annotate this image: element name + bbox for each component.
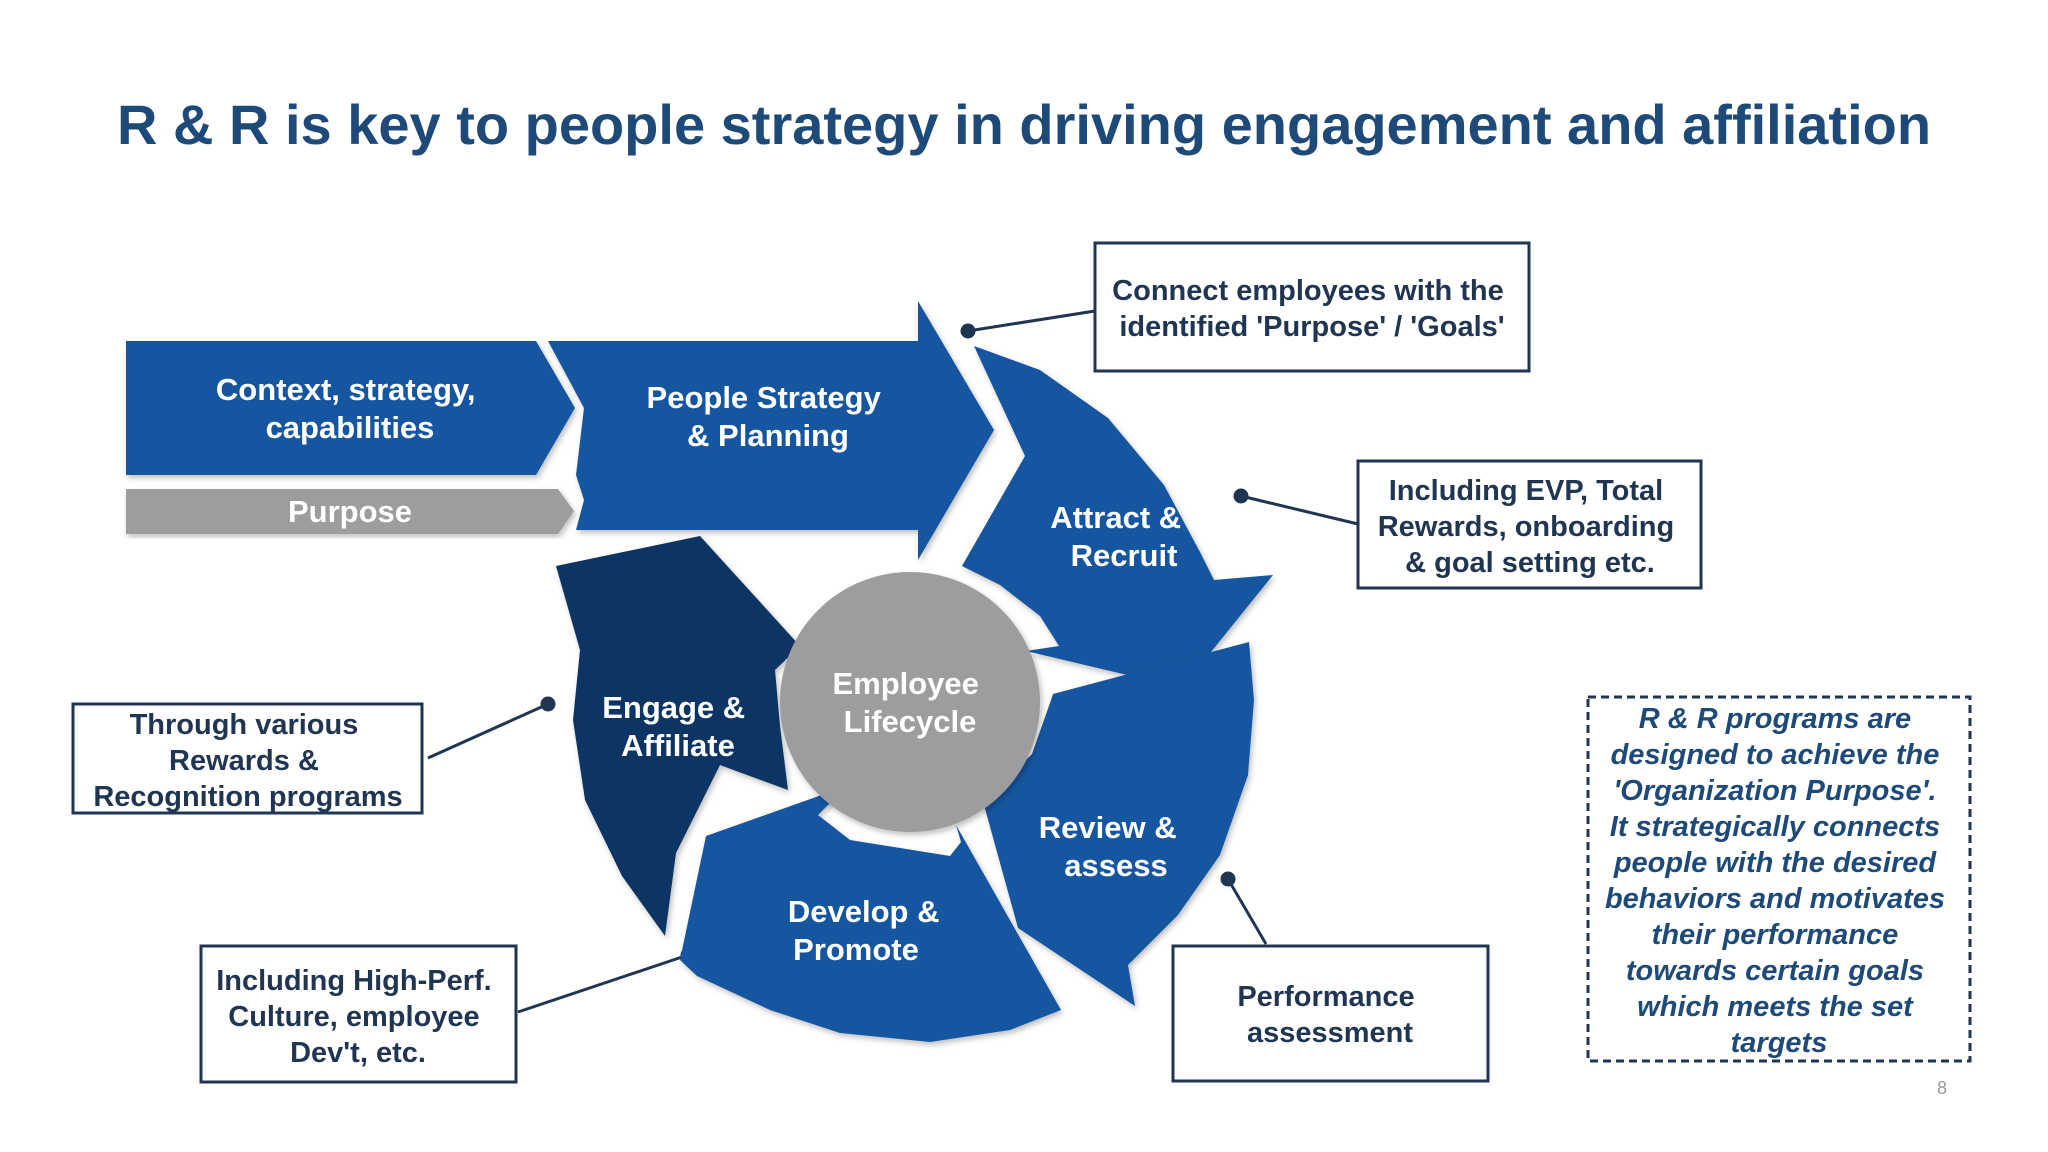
page-title: R & R is key to people strategy in drivi…	[116, 93, 1932, 156]
people-strategy-label-line2: & Planning	[687, 418, 849, 453]
connector-line-evp	[1240, 494, 1359, 526]
connector-line-performance	[1226, 878, 1268, 945]
note-line: behaviors and motivates	[1605, 883, 1945, 915]
callout-evp-line1: Including EVP, Total	[1389, 475, 1663, 507]
review-label-line1: Review &	[1039, 810, 1177, 845]
connector-line-rewards	[427, 702, 549, 760]
develop-promote-segment	[680, 786, 1061, 1042]
attract-recruit-segment	[962, 346, 1273, 688]
connector-dot-rewards	[540, 696, 556, 712]
note-box	[1586, 695, 1972, 1063]
connector-dot-evp	[1233, 488, 1249, 504]
attract-label-line2: Recruit	[1071, 538, 1178, 573]
note-line: which meets the set	[1637, 991, 1914, 1023]
callout-high-perf-line1: Including High-Perf.	[216, 965, 492, 997]
svg-text:Connect employees with the: Connect employees with the identified 'P…	[1112, 275, 1512, 343]
callout-rewards-line3: Recognition programs	[93, 781, 402, 813]
svg-text:Context, strategy, capabil: Context, strategy, capabilities	[216, 372, 484, 445]
callout-box-performance	[1171, 944, 1490, 1083]
svg-text:Attract & Recruit: Attract & Recruit	[1050, 500, 1190, 573]
svg-text:Performance assessment: Performance assessment	[1237, 981, 1422, 1049]
connector-line-purpose-goals	[967, 309, 1096, 333]
review-assess-segment	[976, 642, 1254, 1006]
callout-purpose-goals-line2: identified 'Purpose' / 'Goals'	[1119, 311, 1504, 343]
note-line: targets	[1731, 1027, 1828, 1059]
engage-label-line1: Engage &	[602, 690, 745, 725]
review-label-line2: assess	[1064, 848, 1167, 883]
employee-lifecycle-center	[780, 572, 1040, 832]
svg-text:R & R programs are designe: R & R programs are designed to achieve t…	[1605, 703, 1953, 1059]
callout-rewards-line2: Rewards &	[169, 745, 319, 777]
svg-text:Through various Rewards &: Through various Rewards & Recognition pr…	[93, 709, 402, 813]
note-line: towards certain goals	[1626, 955, 1924, 987]
note-line: people with the desired	[1613, 847, 1938, 879]
callout-box-rewards	[71, 702, 424, 815]
svg-text:Including High-Perf. Cultu: Including High-Perf. Culture, employee D…	[216, 965, 500, 1069]
purpose-arrow	[126, 489, 574, 534]
note-line: 'Organization Purpose'.	[1613, 775, 1936, 807]
svg-text:Purpose: Purpose	[288, 494, 412, 529]
center-label-line2: Lifecycle	[844, 704, 977, 739]
develop-label-line1: Develop &	[788, 894, 940, 929]
connector-line-high-perf	[517, 953, 689, 1014]
center-label-line1: Employee	[832, 666, 978, 701]
callout-high-perf-line3: Dev't, etc.	[290, 1037, 426, 1069]
note-line: designed to achieve the	[1611, 739, 1940, 771]
callout-purpose-goals-line1: Connect employees with the	[1112, 275, 1504, 307]
callout-box-evp	[1356, 459, 1703, 590]
callout-evp-line2: Rewards, onboarding	[1378, 511, 1674, 543]
engage-affiliate-segment	[556, 536, 800, 936]
note-line: R & R programs are	[1639, 703, 1911, 735]
svg-text:Employee Lifecycle: Employee Lifecycle	[832, 666, 987, 739]
callout-box-purpose-goals	[1093, 241, 1531, 373]
callout-box-high-perf	[199, 944, 518, 1084]
svg-text:Including EVP, Total Rewar: Including EVP, Total Rewards, onboarding…	[1378, 475, 1683, 579]
note-line: their performance	[1652, 919, 1899, 951]
connector-dot-purpose-goals	[960, 323, 976, 339]
context-label-line2: capabilities	[266, 410, 435, 445]
svg-text:Review & assess: Review & assess	[1039, 810, 1185, 883]
develop-label-line2: Promote	[793, 932, 919, 967]
callout-performance-line2: assessment	[1247, 1017, 1413, 1049]
engage-label-line2: Affiliate	[621, 728, 735, 763]
callout-evp-line3: & goal setting etc.	[1405, 547, 1655, 579]
callout-rewards-line1: Through various	[130, 709, 359, 741]
page-number: 8	[1936, 1078, 1947, 1098]
connector-dot-performance	[1220, 871, 1236, 887]
purpose-label: Purpose	[288, 494, 412, 529]
svg-text:People Strategy & Planning: People Strategy & Planning	[647, 380, 890, 453]
context-arrow	[126, 341, 575, 475]
attract-label-line1: Attract &	[1050, 500, 1181, 535]
people-strategy-arrow	[548, 301, 994, 560]
svg-text:Engage & Affiliate: Engage & Affiliate	[602, 690, 754, 763]
people-strategy-label-line1: People Strategy	[647, 380, 882, 415]
callout-high-perf-line2: Culture, employee	[228, 1001, 479, 1033]
context-label-line1: Context, strategy,	[216, 372, 476, 407]
callout-performance-line1: Performance	[1237, 981, 1414, 1013]
svg-text:Develop & Promote: Develop & Promote	[788, 894, 948, 967]
note-line: It strategically connects	[1610, 811, 1940, 843]
